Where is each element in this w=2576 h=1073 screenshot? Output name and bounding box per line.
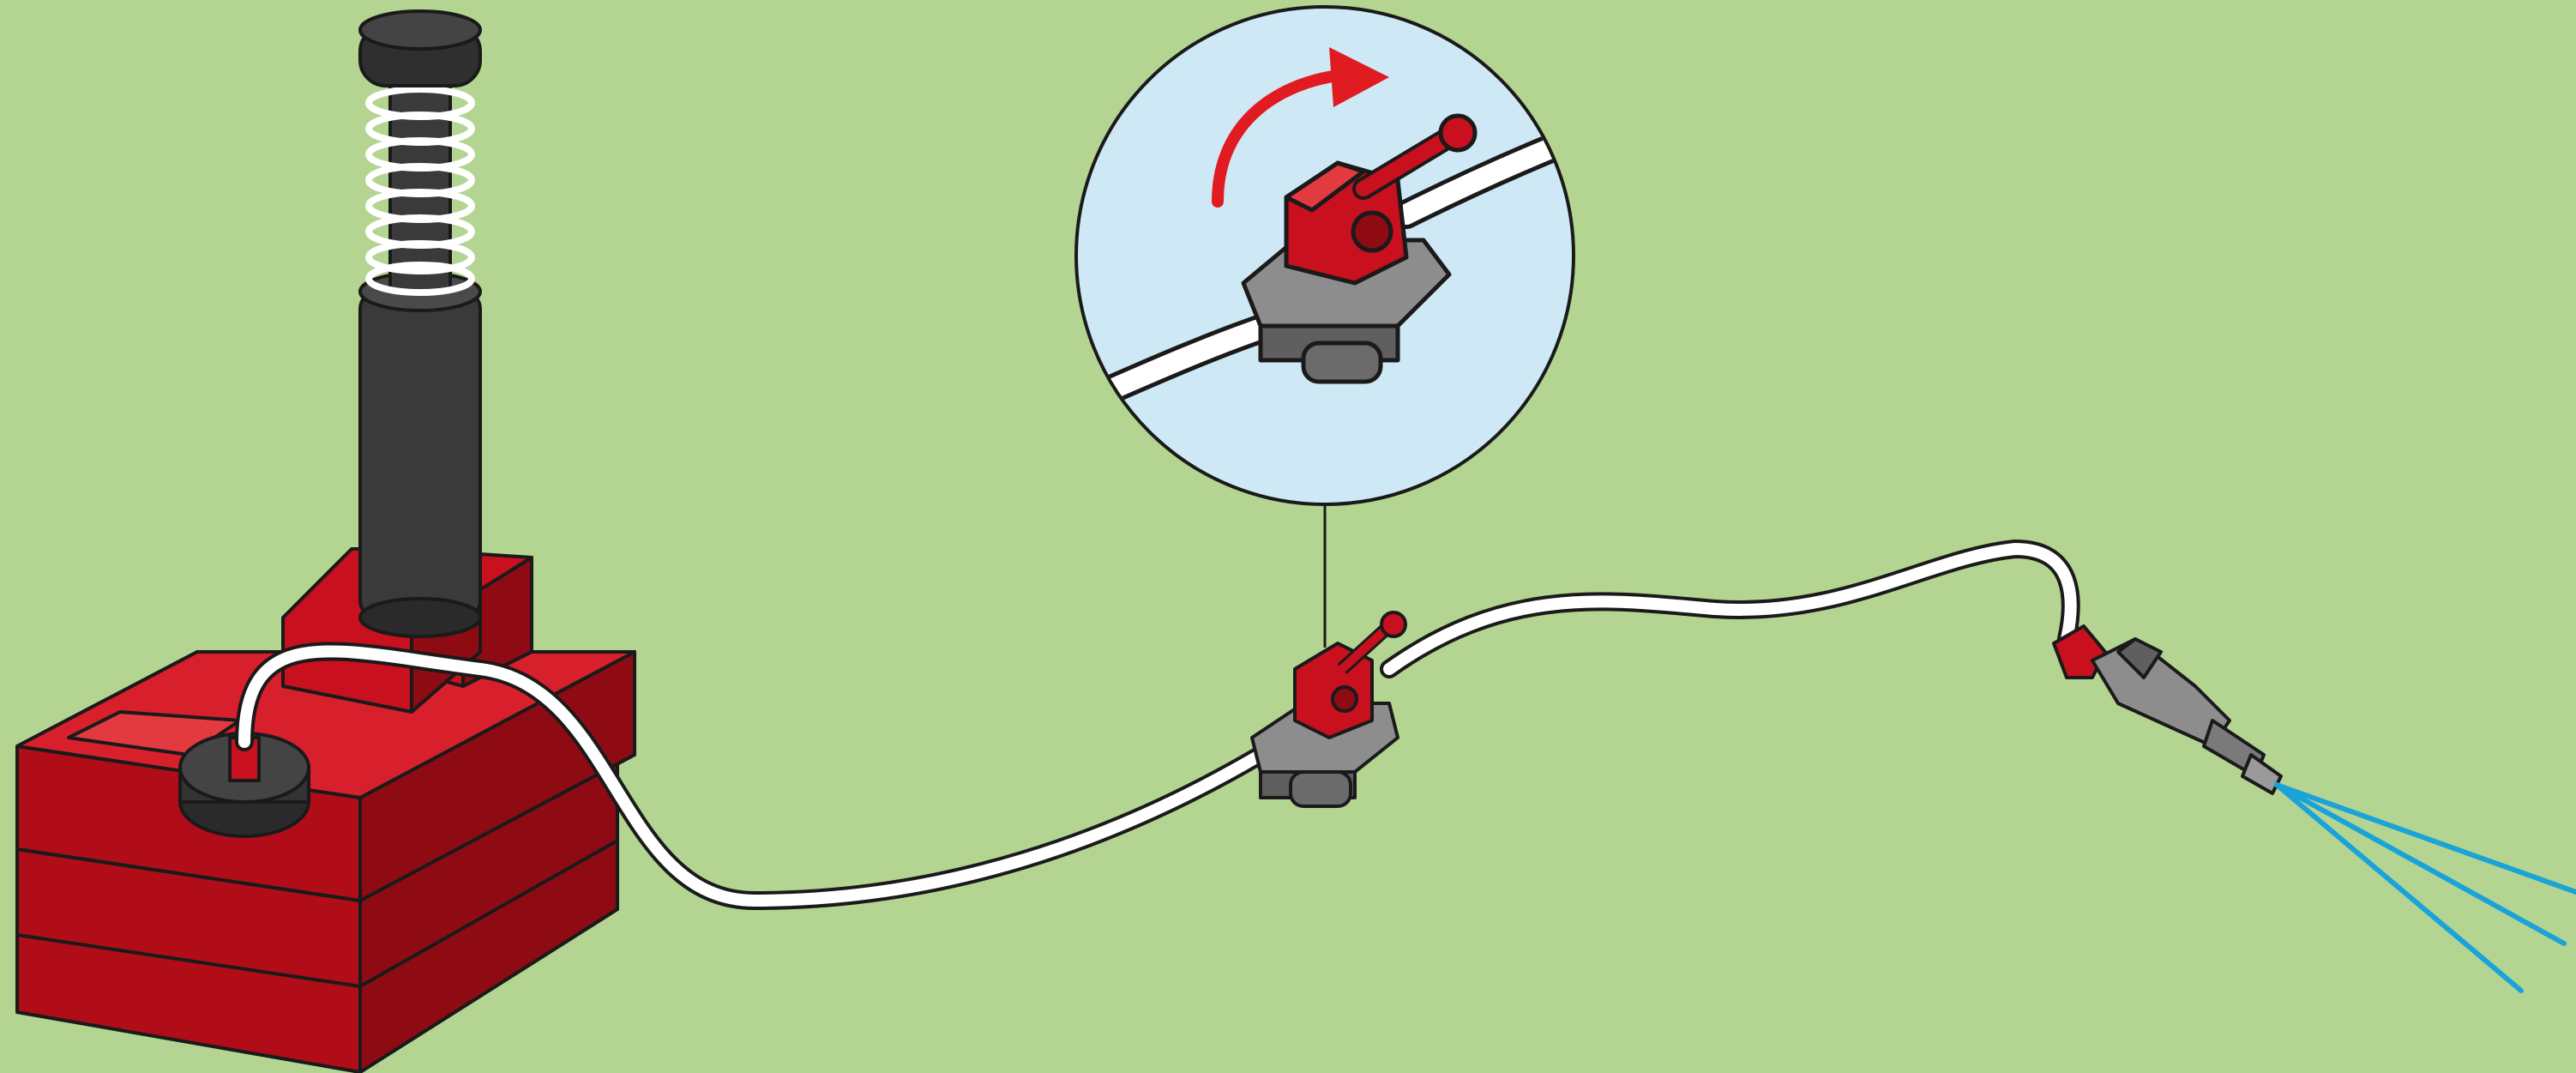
tank-cap-icon	[178, 732, 310, 838]
spray-nozzle-icon	[2052, 624, 2283, 795]
water-tank-icon	[15, 547, 636, 1073]
rotate-arrow-icon	[1212, 47, 1389, 208]
zoom-detail-icon	[1074, 5, 1575, 506]
hose-icon	[235, 539, 2080, 911]
air-pump-icon	[358, 9, 482, 638]
shutoff-valve-icon	[1250, 611, 1407, 808]
water-spray-icon	[2274, 782, 2576, 993]
